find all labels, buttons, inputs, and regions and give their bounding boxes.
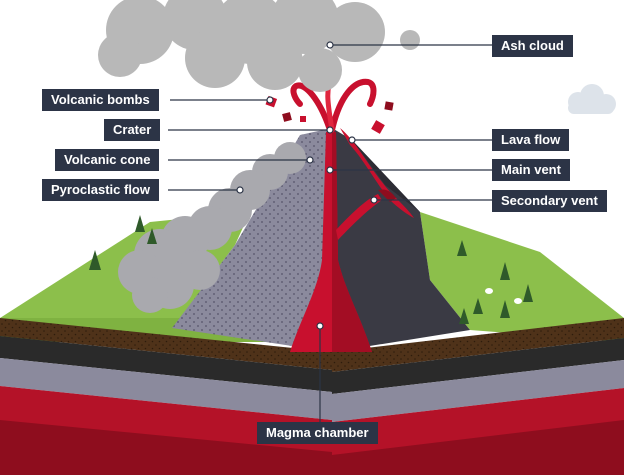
small-cloud	[568, 84, 616, 114]
label-ash-cloud: Ash cloud	[492, 35, 573, 57]
trees	[89, 215, 533, 324]
ground-right-block	[332, 212, 624, 475]
label-volcanic-bombs: Volcanic bombs	[42, 89, 159, 111]
pyroclastic-flow-graphic	[118, 142, 306, 313]
label-volcanic-cone: Volcanic cone	[55, 149, 160, 171]
magma-system	[290, 128, 414, 352]
pointer-lines	[168, 41, 492, 422]
volcanic-cone	[172, 128, 470, 352]
label-secondary-vent: Secondary vent	[492, 190, 607, 212]
label-magma-chamber: Magma chamber	[257, 422, 378, 444]
sheep	[485, 288, 522, 304]
label-main-vent: Main vent	[492, 159, 570, 181]
label-pyroclastic-flow: Pyroclastic flow	[42, 179, 159, 201]
label-lava-flow: Lava flow	[492, 129, 570, 151]
ash-cloud-graphic	[98, 0, 420, 92]
label-crater: Crater	[104, 119, 161, 141]
